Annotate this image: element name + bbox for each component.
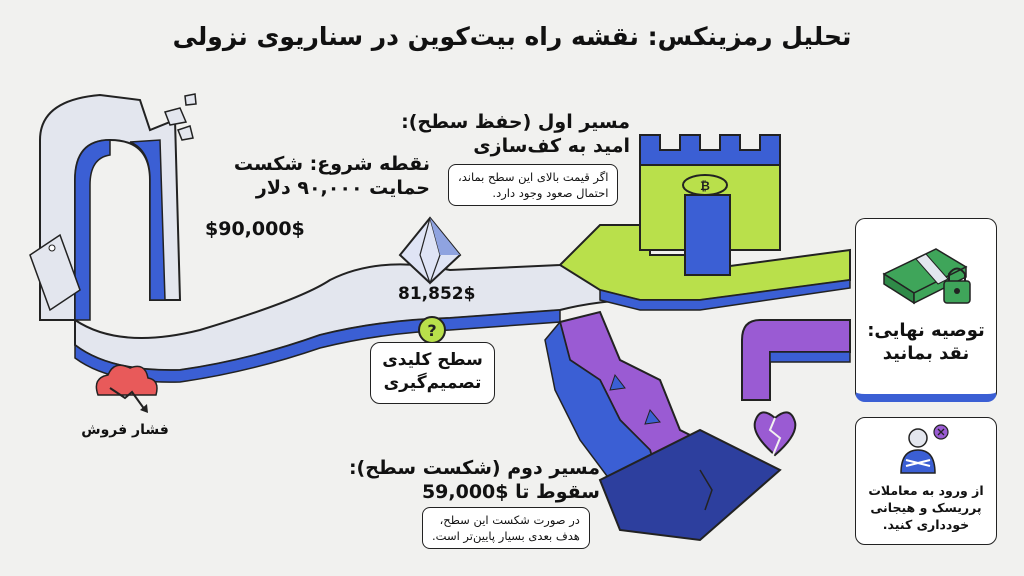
warning-line1: از ورود به معاملات xyxy=(868,483,984,498)
path1-heading-line2: امید به کف‌سازی xyxy=(473,135,630,157)
path2-note-line1: در صورت شکست این سطح، xyxy=(439,513,580,527)
path2-heading-line2: سقوط تا $59,000 xyxy=(421,481,600,503)
warning-line2: پرریسک و هیجانی xyxy=(870,500,982,515)
question-icon: ? xyxy=(418,316,446,344)
warning-line3: خودداری کنید. xyxy=(882,517,970,532)
cash-lock-icon xyxy=(882,248,971,305)
selling-pressure-label: فشار فروش xyxy=(81,422,169,438)
recommendation-line2: نقد بمانید xyxy=(882,343,970,364)
svg-text:₿: ₿ xyxy=(700,179,710,193)
start-heading-line1: نقطه شروع: شکست xyxy=(233,153,430,175)
path1-note: اگر قیمت بالای این سطح بماند، احتمال صعو… xyxy=(448,164,619,206)
svg-text:?: ? xyxy=(427,321,436,340)
path1-note-line1: اگر قیمت بالای این سطح بماند، xyxy=(458,170,609,184)
path1-heading: مسیر اول (حفظ سطح): امید به کف‌سازی xyxy=(380,110,630,158)
start-heading-line2: حمایت ۹۰,۰۰۰ دلار xyxy=(255,177,430,199)
recommendation-card: توصیه نهایی: نقد بمانید xyxy=(855,218,997,402)
diamond-marker-icon xyxy=(398,216,462,285)
start-price: $90,000$ xyxy=(205,218,305,240)
bitcoin-coin-icon xyxy=(682,174,728,196)
page-title: تحلیل رمزینکس: نقشه راه بیت‌کوین در سنار… xyxy=(172,22,852,51)
path1-note-line2: احتمال صعود وجود دارد. xyxy=(492,186,609,200)
start-heading: نقطه شروع: شکست حمایت ۹۰,۰۰۰ دلار xyxy=(190,152,430,200)
cloud-down-arrow-icon xyxy=(95,364,158,413)
broken-heart-icon xyxy=(753,411,797,457)
decision-label-line1: سطح کلیدی xyxy=(382,350,483,370)
recommendation-line1: توصیه نهایی: xyxy=(867,320,985,341)
price-tag-icon xyxy=(29,233,81,312)
path2-note: در صورت شکست این سطح، هدف بعدی بسیار پای… xyxy=(422,507,590,549)
pit xyxy=(598,428,782,542)
warning-card: از ورود به معاملات پرریسک و هیجانی خوددا… xyxy=(855,417,997,545)
path1-heading-line1: مسیر اول (حفظ سطح): xyxy=(401,111,630,133)
path2-note-line2: هدف بعدی بسیار پایین‌تر است. xyxy=(432,529,580,543)
purple-pipe xyxy=(741,319,851,401)
decision-label-line2: تصمیم‌گیری xyxy=(383,373,482,393)
current-price: 81,852$ xyxy=(398,284,476,304)
person-crossed-arms-icon xyxy=(900,424,949,474)
broken-arch xyxy=(39,93,197,321)
path2-heading-line1: مسیر دوم (شکست سطح): xyxy=(348,457,600,479)
path2-heading: مسیر دوم (شکست سطح): سقوط تا $59,000 xyxy=(330,456,600,504)
castle: ₿ xyxy=(639,134,781,276)
decision-level-card: سطح کلیدی تصمیم‌گیری xyxy=(370,342,495,404)
